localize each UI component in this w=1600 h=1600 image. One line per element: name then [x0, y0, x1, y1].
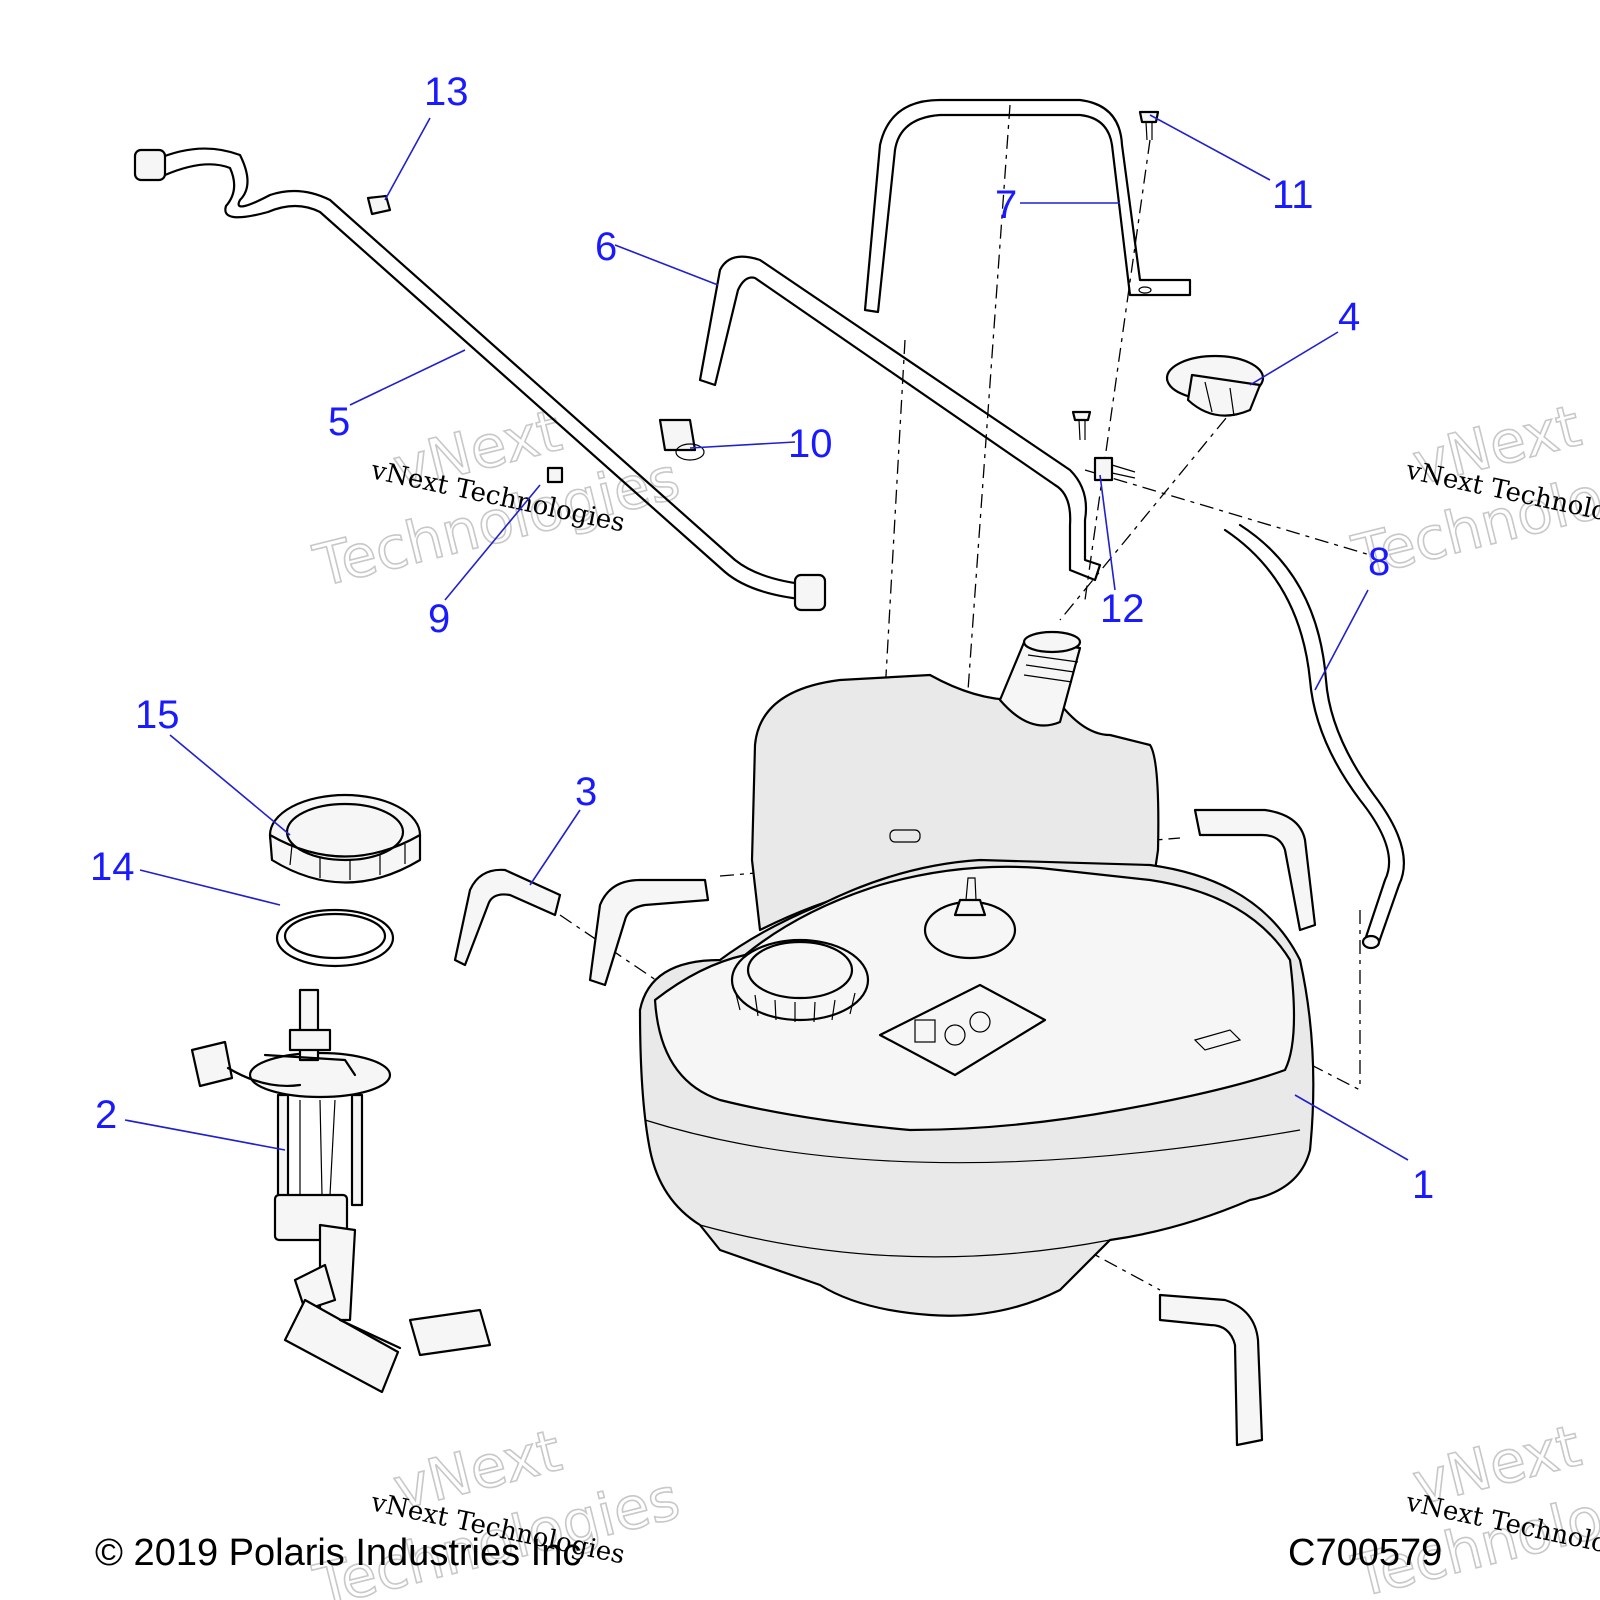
filler-cap [1165, 354, 1265, 417]
fuel-tank [638, 630, 1315, 1317]
callout-13: 13 [424, 70, 469, 114]
callout-14: 14 [90, 845, 135, 889]
callout-8: 8 [1368, 540, 1390, 584]
callout-labels: 1 2 3 4 5 6 7 8 9 10 11 12 13 14 15 [90, 70, 1434, 1207]
vent-line [133, 147, 827, 612]
callout-10: 10 [788, 422, 833, 466]
fasteners [366, 110, 1160, 484]
fuel-pump [190, 988, 492, 1394]
callout-7: 7 [995, 183, 1017, 227]
callout-5: 5 [328, 400, 350, 444]
side-strap [698, 255, 1102, 582]
vent-hose [1223, 523, 1405, 950]
gasket [275, 908, 395, 968]
lock-ring [268, 793, 422, 884]
copyright-text: © 2019 Polaris Industries Inc [95, 1532, 581, 1574]
callout-1: 1 [1412, 1163, 1434, 1207]
callout-9: 9 [428, 597, 450, 641]
leader-lines [124, 114, 1409, 1161]
callout-12: 12 [1100, 587, 1145, 631]
callout-3: 3 [575, 770, 597, 814]
callout-15: 15 [135, 693, 180, 737]
tank-strap-pads [453, 808, 1317, 1447]
callout-11: 11 [1272, 173, 1314, 217]
callout-2: 2 [95, 1093, 117, 1137]
figure-id: C700579 [1288, 1532, 1442, 1574]
top-strap [863, 98, 1192, 314]
callout-6: 6 [595, 225, 617, 269]
callout-4: 4 [1338, 295, 1360, 339]
